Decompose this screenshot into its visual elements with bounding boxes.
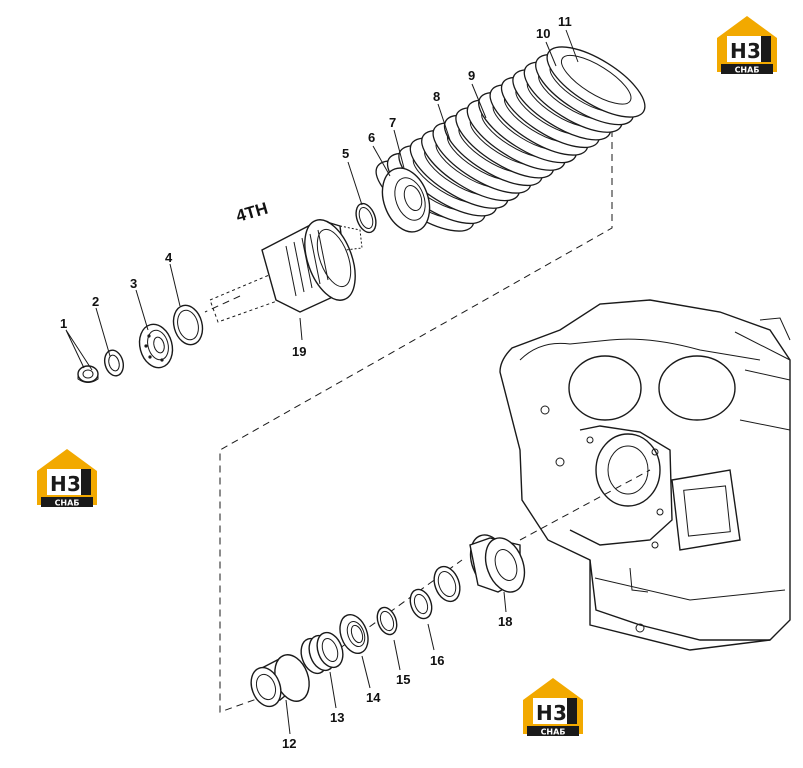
callout-12: 12	[282, 736, 296, 751]
clutch-plate	[546, 46, 646, 118]
gear-shaft-part-19	[209, 219, 363, 323]
callout-2: 2	[92, 294, 99, 309]
callout-6: 6	[368, 130, 375, 145]
callout-3: 3	[130, 276, 137, 291]
logo-caption: СНАБ	[55, 499, 80, 508]
callout-15: 15	[396, 672, 410, 687]
leader-lines	[65, 29, 579, 735]
snap-ring-part-4	[172, 304, 204, 346]
callout-7: 7	[389, 115, 396, 130]
logo-bottom: Н 3 СНАБ	[523, 678, 583, 737]
callout-11: 11	[558, 14, 572, 29]
spring-part-13	[300, 631, 344, 675]
logo-digit: 3	[67, 472, 81, 496]
nut-part-1	[77, 365, 99, 383]
clutch-plate-bore	[560, 54, 632, 105]
callout-13: 13	[330, 710, 344, 725]
callout-18: 18	[498, 614, 512, 629]
section-label-4th: 4TH	[234, 199, 270, 226]
callout-16: 16	[430, 653, 444, 668]
logo-caption: СНАБ	[735, 66, 760, 75]
callout-19: 19	[292, 344, 306, 359]
logo-letter: Н	[50, 472, 67, 496]
piston-part-6	[381, 167, 431, 233]
logo-digit: 3	[747, 39, 761, 63]
callout-9: 9	[468, 68, 475, 83]
logo-letter: Н	[730, 39, 747, 63]
callout-5: 5	[342, 146, 349, 161]
logo-top-right: Н 3 СНАБ	[717, 16, 777, 75]
callout-10: 10	[536, 26, 550, 41]
callout-1: 1	[60, 316, 67, 331]
callout-4: 4	[165, 250, 173, 265]
transmission-housing	[499, 299, 791, 651]
seal-part-14	[339, 613, 369, 655]
gear-part-18	[469, 534, 526, 593]
logo-digit: 3	[553, 701, 567, 725]
snap-ring-part-5	[355, 202, 377, 234]
bearing-part-3	[138, 323, 174, 369]
ring-part-17	[433, 565, 461, 603]
callout-14: 14	[366, 690, 381, 705]
washer-part-2	[103, 349, 125, 377]
callout-8: 8	[433, 89, 440, 104]
logo-letter: Н	[536, 701, 553, 725]
clutch-pack	[375, 46, 646, 232]
snap-ring-part-15	[376, 606, 398, 636]
logo-left: Н 3 СНАБ	[37, 449, 97, 508]
ring-part-16	[409, 588, 433, 620]
sleeve-part-12	[250, 654, 310, 708]
logo-caption: СНАБ	[541, 728, 566, 737]
